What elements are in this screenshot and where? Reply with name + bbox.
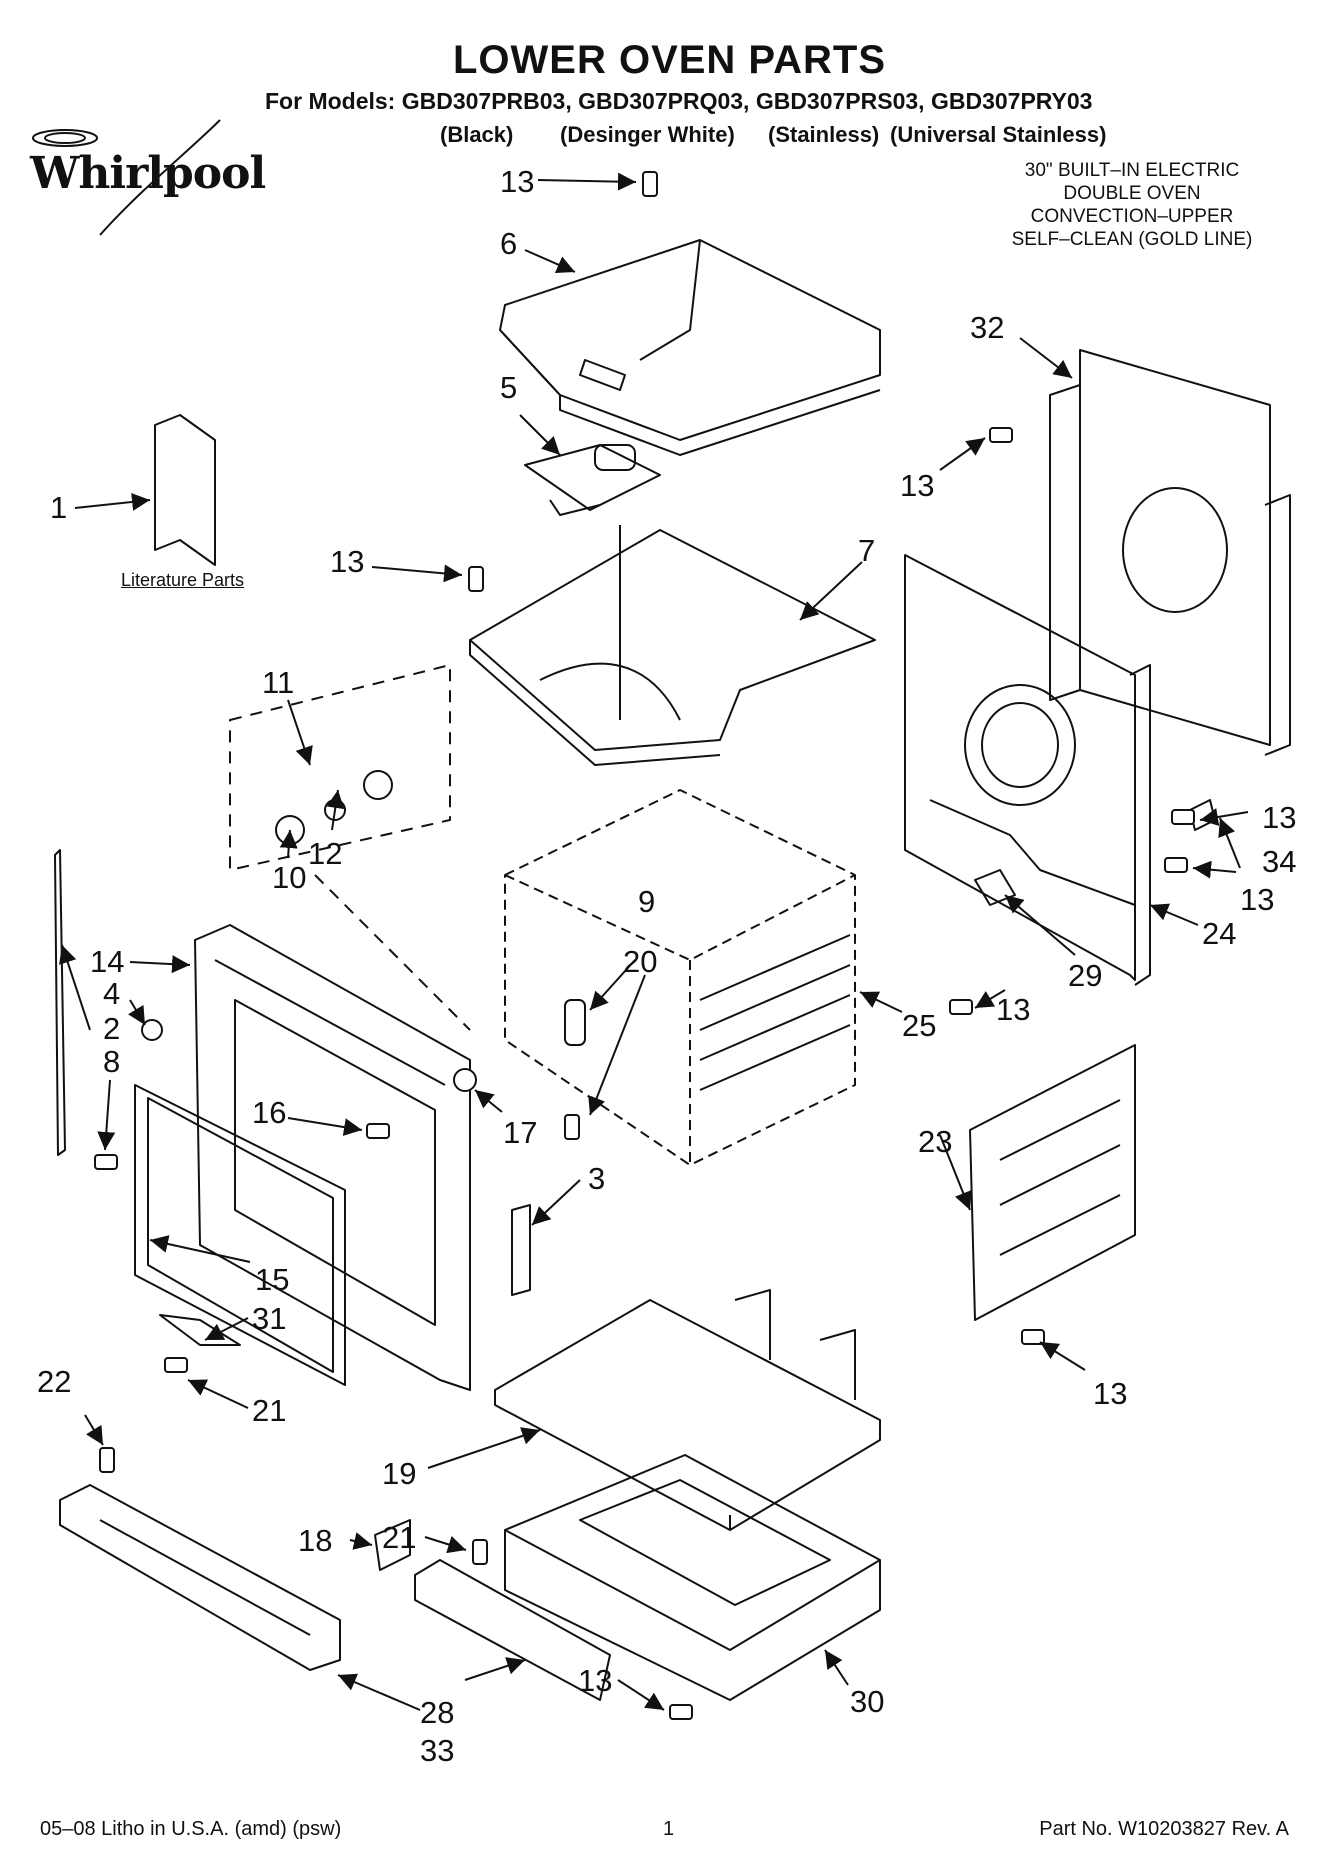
part-14-front-frame [194, 924, 471, 1391]
callout-10: 10 [272, 860, 307, 895]
callout-2: 2 [103, 1011, 121, 1046]
logo-swoosh-icon [32, 119, 221, 236]
callout-23: 23 [918, 1124, 953, 1159]
callout-3: 3 [588, 1161, 606, 1196]
part-31-bracket [159, 1314, 241, 1346]
screw-icon [472, 1539, 488, 1565]
callout-18: 18 [298, 1523, 333, 1558]
callout-15: 15 [255, 1262, 290, 1297]
screw-icon [1021, 1329, 1045, 1345]
part-7-panel [469, 529, 876, 751]
callout-4: 4 [103, 976, 121, 1011]
description-line-1: 30" BUILT–IN ELECTRIC [1024, 160, 1240, 181]
callout-19: 19 [382, 1456, 417, 1491]
part-32-back-panel [1079, 349, 1271, 746]
part-5-switch-bracket [524, 444, 661, 511]
screw-icon [94, 1154, 118, 1170]
nut-icon [141, 1019, 163, 1041]
callout-1: 1 [50, 490, 68, 525]
finish-universal-stainless: (Universal Stainless) [890, 122, 1107, 147]
callout-13: 13 [330, 544, 365, 579]
description-line-4: SELF–CLEAN (GOLD LINE) [1011, 229, 1253, 250]
part-2-strip [54, 849, 66, 1156]
callout-32: 32 [970, 310, 1005, 345]
screw-icon [366, 1123, 390, 1139]
part-1-literature [154, 414, 216, 566]
screw-icon [1171, 809, 1195, 825]
part-23-side-panel [969, 1044, 1136, 1321]
callout-5: 5 [500, 370, 518, 405]
callout-7: 7 [858, 533, 876, 568]
screw-icon [949, 999, 973, 1015]
part-19-shield [494, 1299, 881, 1531]
callout-29: 29 [1068, 958, 1103, 993]
whirlpool-logo: Whirlpool [30, 148, 266, 199]
callout-6: 6 [500, 226, 518, 261]
models-line: For Models: GBD307PRB03, GBD307PRQ03, GB… [265, 88, 1093, 114]
callout-17: 17 [503, 1115, 538, 1150]
finish-white: (Desinger White) [560, 122, 735, 147]
screw-icon [642, 171, 658, 197]
part-3-bracket [511, 1204, 531, 1296]
callout-22: 22 [37, 1364, 72, 1399]
part-6-shield [499, 239, 881, 441]
screw-icon [468, 566, 484, 592]
description-line-2: DOUBLE OVEN [1063, 183, 1201, 204]
callout-34: 34 [1262, 844, 1297, 879]
callout-13: 13 [500, 164, 535, 199]
literature-parts-label: Literature Parts [121, 570, 245, 590]
finish-black: (Black) [440, 122, 514, 147]
callout-13: 13 [1240, 882, 1275, 917]
callout-14: 14 [90, 944, 125, 979]
callout-11: 11 [262, 665, 295, 700]
callout-31: 31 [252, 1301, 287, 1336]
callout-13: 13 [1262, 800, 1297, 835]
callout-13: 13 [996, 992, 1031, 1027]
description-line-3: CONVECTION–UPPER [1030, 206, 1234, 227]
screw-icon [164, 1357, 188, 1373]
screw-icon [99, 1447, 115, 1473]
callout-30: 30 [850, 1684, 885, 1719]
callout-24: 24 [1202, 916, 1237, 951]
part-25-cavity [504, 789, 856, 1166]
finish-stainless: (Stainless) [768, 122, 880, 147]
callout-13: 13 [1093, 1376, 1128, 1411]
callout-33: 33 [420, 1733, 455, 1768]
screw-icon [669, 1704, 693, 1720]
callout-13: 13 [578, 1663, 613, 1698]
part-15-gasket [134, 1084, 346, 1386]
part-33-kickplate [59, 1484, 341, 1671]
part-number: Part No. W10203827 Rev. A [1039, 1818, 1289, 1840]
callout-28: 28 [420, 1695, 455, 1730]
callout-20: 20 [623, 944, 658, 979]
callout-13: 13 [900, 468, 935, 503]
callout-8: 8 [103, 1044, 121, 1079]
part-30-tray [504, 1454, 881, 1651]
callout-25: 25 [902, 1008, 937, 1043]
callout-12: 12 [308, 836, 343, 871]
callout-9: 9 [638, 884, 656, 919]
screw-icon [1164, 857, 1188, 873]
part-9-light [564, 999, 586, 1046]
nut-icon [453, 1068, 477, 1092]
page-title: LOWER OVEN PARTS [452, 38, 887, 82]
callout-21: 21 [252, 1393, 287, 1428]
part-11-group [229, 664, 451, 871]
part-28-trim [414, 1559, 611, 1701]
part-24-rear-wall [904, 554, 1136, 981]
callout-21: 21 [382, 1520, 417, 1555]
part-18-clip [374, 1519, 411, 1571]
screw-icon [989, 427, 1013, 443]
page-number: 1 [663, 1818, 675, 1840]
callout-16: 16 [252, 1095, 287, 1130]
screw-icon [564, 1114, 580, 1140]
footer-litho: 05–08 Litho in U.S.A. (amd) (psw) [40, 1818, 342, 1840]
